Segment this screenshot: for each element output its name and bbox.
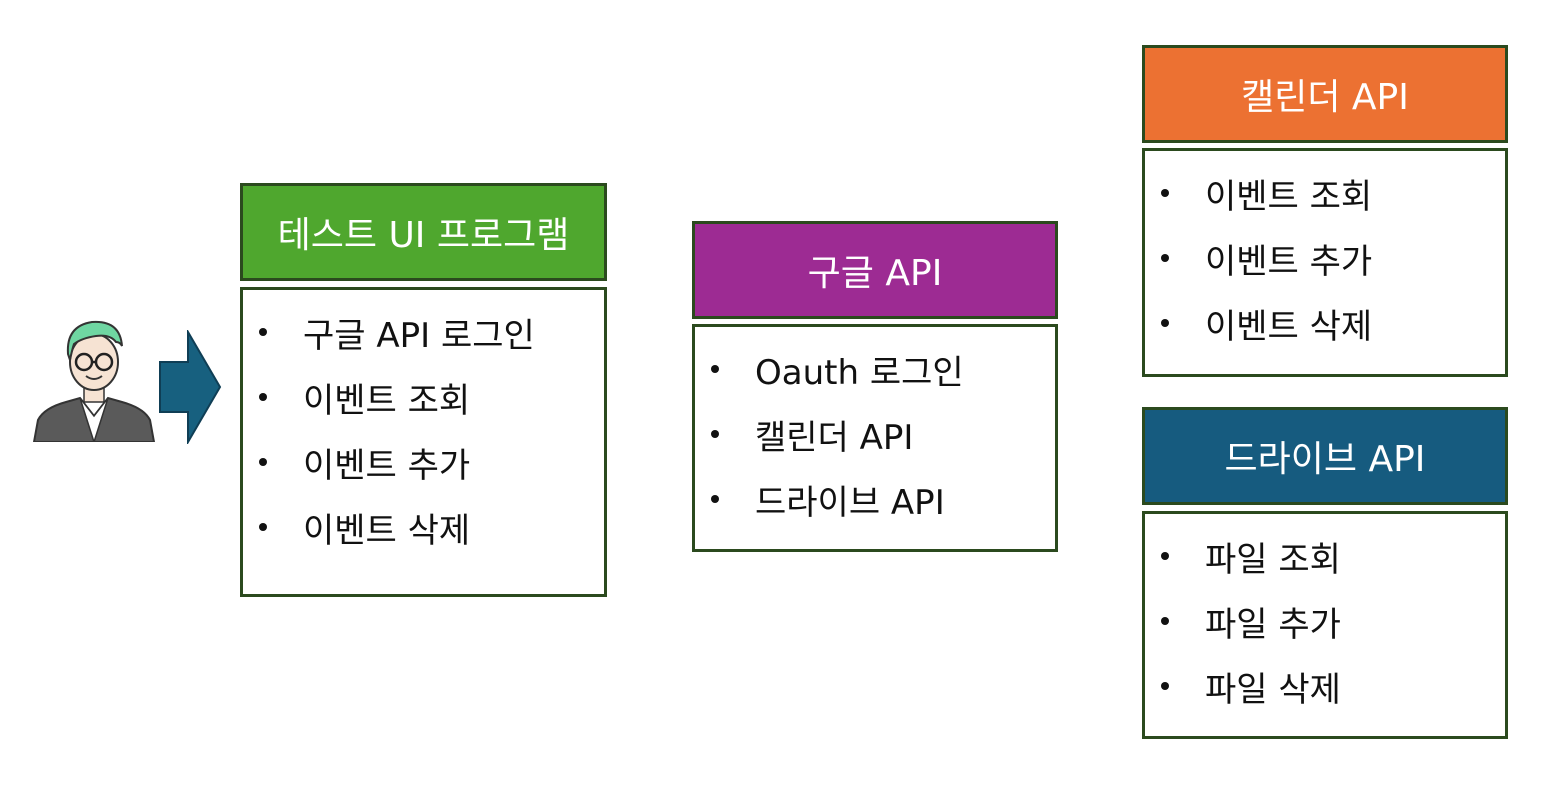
google-api-title: 구글 API <box>807 253 943 294</box>
drive-api-title: 드라이브 API <box>1224 439 1426 480</box>
right-arrow-icon <box>159 330 222 444</box>
calendar-api-header: 캘린더 API <box>1142 45 1508 143</box>
test-ui-program-title: 테스트 UI 프로그램 <box>277 215 570 256</box>
google-api-feature-list: Oauth 로그인 캘린더 API 드라이브 API <box>692 324 1058 552</box>
test-ui-program-header: 테스트 UI 프로그램 <box>240 183 607 281</box>
person-avatar-icon <box>32 320 156 442</box>
google-api-header: 구글 API <box>692 221 1058 319</box>
drive-api-feature-list: 파일 조회 파일 추가 파일 삭제 <box>1142 511 1508 739</box>
test-ui-program-feature-list: 구글 API 로그인 이벤트 조회 이벤트 추가 이벤트 삭제 <box>240 287 607 597</box>
calendar-api-feature-list: 이벤트 조회 이벤트 추가 이벤트 삭제 <box>1142 148 1508 377</box>
calendar-api-title: 캘린더 API <box>1241 77 1409 118</box>
drive-api-header: 드라이브 API <box>1142 407 1508 505</box>
